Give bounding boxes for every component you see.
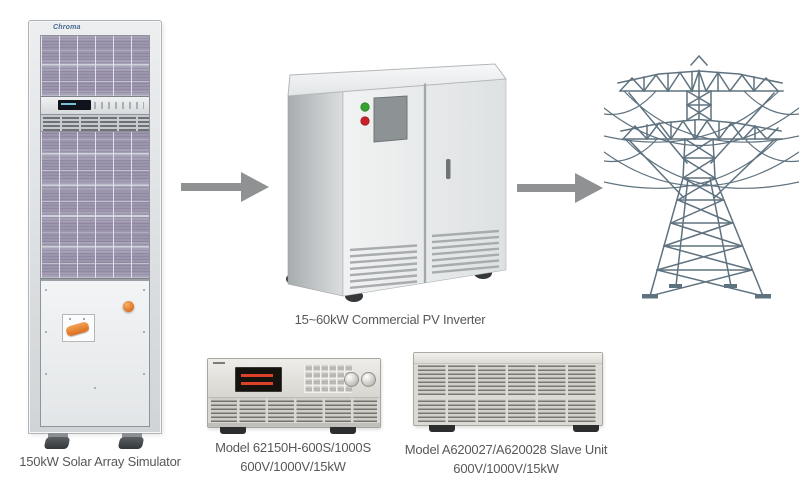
status-led-red [360,116,370,126]
unit-foot [573,425,599,432]
rack-bottom-door [41,278,149,426]
rack-louver-grille [41,115,149,132]
pv-inverter-image [286,63,507,302]
inverter-lid [287,63,507,97]
pv-inverter-caption: 15~60kW Commercial PV Inverter [294,312,486,327]
slave-unit-model-caption: Model A620027/A620028 Slave Unit [404,442,608,457]
transmission-tower-icon [604,54,799,299]
main-breaker-switch [62,313,95,342]
solar-simulator-caption: 150kW Solar Array Simulator [19,454,181,469]
flow-arrow-icon [181,172,269,202]
slave-unit-caption: Model A620027/A620028 Slave Unit 600V/10… [401,440,611,478]
unit-foot [330,427,356,434]
status-led-green [360,102,370,112]
rack-interior [40,35,150,427]
caster-wheel [43,433,73,449]
rack-vent-module [41,36,149,97]
slave-vent-grille-top [418,365,598,395]
right-arrow-shape [181,172,269,202]
master-unit-image [207,358,381,434]
solar-array-simulator-image: Chroma [28,20,162,439]
vent-louvers-right [431,229,500,274]
control-buttons [94,102,144,109]
master-vent-grille [211,398,377,422]
master-unit-model-caption: Model 62150H-600S/1000S [215,440,371,455]
right-arrow-shape [517,173,603,203]
vent-louvers-left [349,244,418,289]
rotary-knob-icon [344,372,359,387]
breaker-handle-icon [65,320,90,337]
rack-control-panel [41,97,149,115]
master-unit-caption: Model 62150H-600S/1000S 600V/1000V/15kW [203,438,383,476]
brand-mark [213,362,225,364]
rotary-knob-icon [361,372,376,387]
door-screws [45,288,47,291]
control-display [58,100,91,110]
caster-wheel [117,433,147,449]
unit-foot [220,427,246,434]
flow-arrow-icon [517,173,603,203]
inverter-display-window [373,95,408,143]
tower-lattice [617,54,784,297]
slave-unit-image [413,352,603,432]
master-unit-rating-caption: 600V/1000V/15kW [240,459,346,474]
power-lines [604,90,799,189]
inverter-side-panel [287,87,344,297]
rack-top-panel: Chroma [29,21,161,34]
chroma-logo: Chroma [53,24,81,31]
slave-unit-rating-caption: 600V/1000V/15kW [453,461,559,476]
door-handle-icon [446,159,451,179]
rack-vent-module [41,132,149,279]
slave-top-strip [414,353,602,364]
master-base-strip [208,423,380,427]
tower-feet [642,284,771,299]
unit-foot [429,425,455,432]
master-front-panel [208,359,380,398]
orange-pilot-lamp [123,300,134,312]
slave-vent-grille-bottom [418,399,598,422]
master-display [235,367,282,392]
